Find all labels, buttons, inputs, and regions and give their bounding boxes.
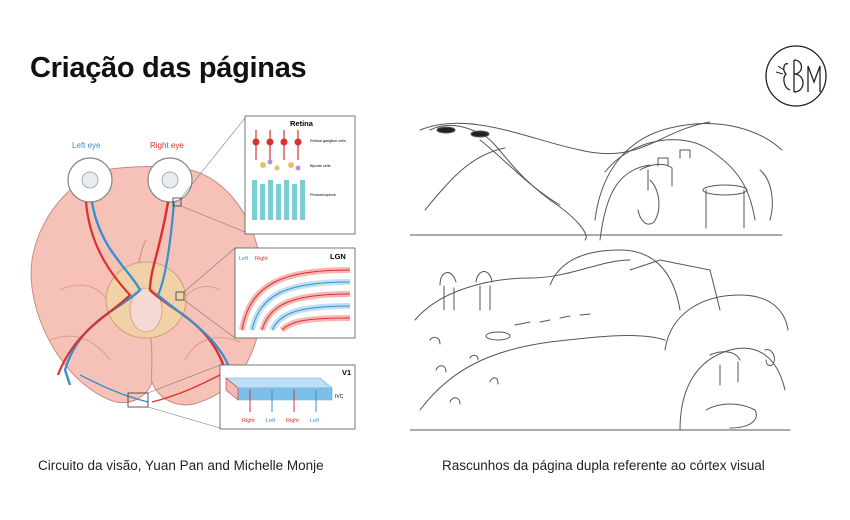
- v1-layer-label: IVC: [335, 394, 344, 400]
- logo: [765, 45, 827, 107]
- lgn-panel: LGN Left Right: [234, 247, 356, 339]
- lgn-title: LGN: [330, 252, 346, 261]
- sketch-top: [410, 121, 783, 241]
- right-eye-label: Right eye: [150, 141, 184, 150]
- v1-bottom-label: Right: [286, 418, 299, 424]
- left-eye-label: Left eye: [72, 141, 101, 150]
- lgn-right-label: Right: [255, 256, 268, 262]
- v1-bottom-label: Right: [242, 418, 255, 424]
- sketch-bottom: [410, 249, 791, 431]
- v1-bottom-label: Left: [266, 418, 276, 424]
- page-title: Criação das páginas: [30, 52, 307, 84]
- sketches-figure: [410, 121, 791, 431]
- retina-label-photoreceptors: Photoreceptors: [310, 193, 336, 197]
- lgn-left-label: Left: [239, 256, 249, 262]
- caption-left: Circuito da visão, Yuan Pan and Michelle…: [38, 458, 324, 473]
- v1-panel: V1 IVC Right Left Right Left: [219, 364, 356, 430]
- visual-circuit-diagram: Left eye Right eye Retina Retinal ga: [30, 115, 356, 430]
- v1-title: V1: [342, 368, 351, 377]
- retina-label-ganglion: Retinal ganglion cells: [310, 139, 346, 143]
- retina-panel: Retina Retinal ganglion cells Bipolar ce…: [244, 115, 356, 235]
- v1-bottom-label: Left: [310, 418, 320, 424]
- retina-title: Retina: [290, 119, 314, 128]
- retina-label-bipolar: Bipolar cells: [310, 164, 331, 168]
- caption-right: Rascunhos da página dupla referente ao c…: [442, 458, 765, 473]
